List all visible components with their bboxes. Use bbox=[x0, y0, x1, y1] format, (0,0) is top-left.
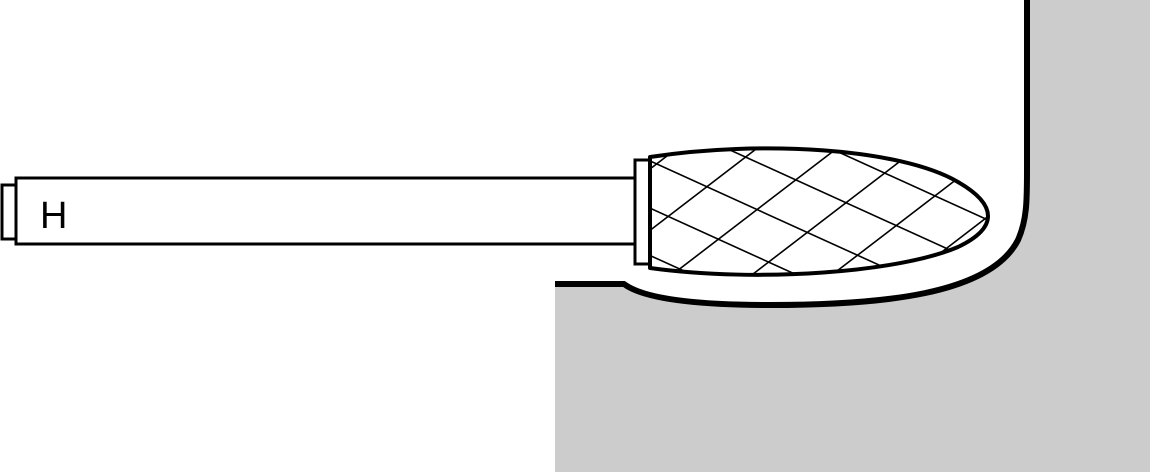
head-outline bbox=[648, 146, 990, 277]
shank-label: H bbox=[40, 195, 67, 237]
head-fill bbox=[650, 148, 988, 275]
shank-body bbox=[14, 176, 640, 246]
workpiece bbox=[555, 0, 1150, 472]
workpiece-body bbox=[555, 0, 1150, 472]
burr-shank: H bbox=[0, 176, 640, 246]
burr-cutting-head bbox=[648, 146, 990, 277]
workpiece-edge bbox=[555, 0, 1030, 308]
burr-collar bbox=[633, 158, 652, 266]
